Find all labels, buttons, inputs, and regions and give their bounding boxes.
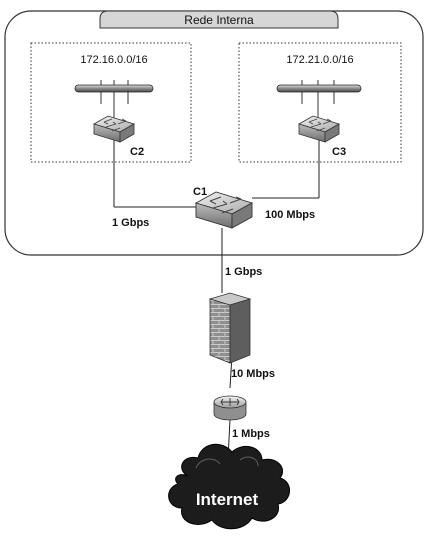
subnet-right-box [238,42,402,163]
network-bus-right-icon [276,80,362,120]
internet-label: Internet [196,490,259,509]
title-tab [99,10,339,29]
link-router-internet-speed: 1 Mbps [232,428,270,440]
firewall-icon [208,292,252,364]
switch-c1-icon [194,191,254,229]
subnet-right-label: 172.21.0.0/16 [286,54,353,66]
switch-c3-label: C3 [332,146,346,158]
subnet-left-box [30,42,192,163]
internet-cloud-icon [168,443,290,530]
switch-c2-icon [92,115,136,143]
switch-c2-label: C2 [130,146,144,158]
link-c2-c1-speed: 1 Gbps [112,217,149,229]
subnet-left-label: 172.16.0.0/16 [80,54,147,66]
router-icon [213,395,247,421]
switch-c3-icon [297,115,341,143]
link-c3-c1-speed: 100 Mbps [265,209,315,221]
internal-network-title: Rede Interna [184,13,254,27]
switch-c1-label: C1 [193,186,207,198]
link-firewall-router-speed: 10 Mbps [231,368,275,380]
network-bus-left-icon [74,80,154,120]
link-c1-firewall-speed: 1 Gbps [225,266,262,278]
